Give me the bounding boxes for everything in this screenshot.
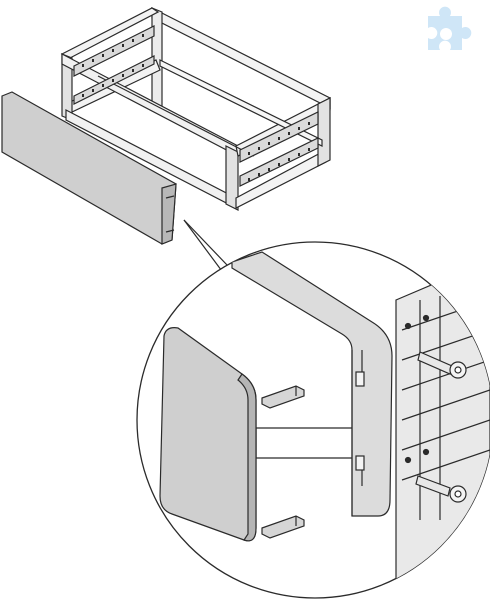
rail-profile <box>395 259 490 598</box>
screw-top <box>417 351 467 379</box>
bracket-bottom <box>261 515 305 539</box>
screw-bottom <box>415 475 467 503</box>
cover-panel <box>159 327 257 542</box>
watermark-puzzle-logo <box>428 6 472 50</box>
frame-profile <box>231 251 393 517</box>
rack-frame-perforations <box>82 34 310 181</box>
magnified-detail <box>136 241 490 599</box>
bracket-top <box>261 385 305 409</box>
front-panel-plate <box>1 91 177 245</box>
